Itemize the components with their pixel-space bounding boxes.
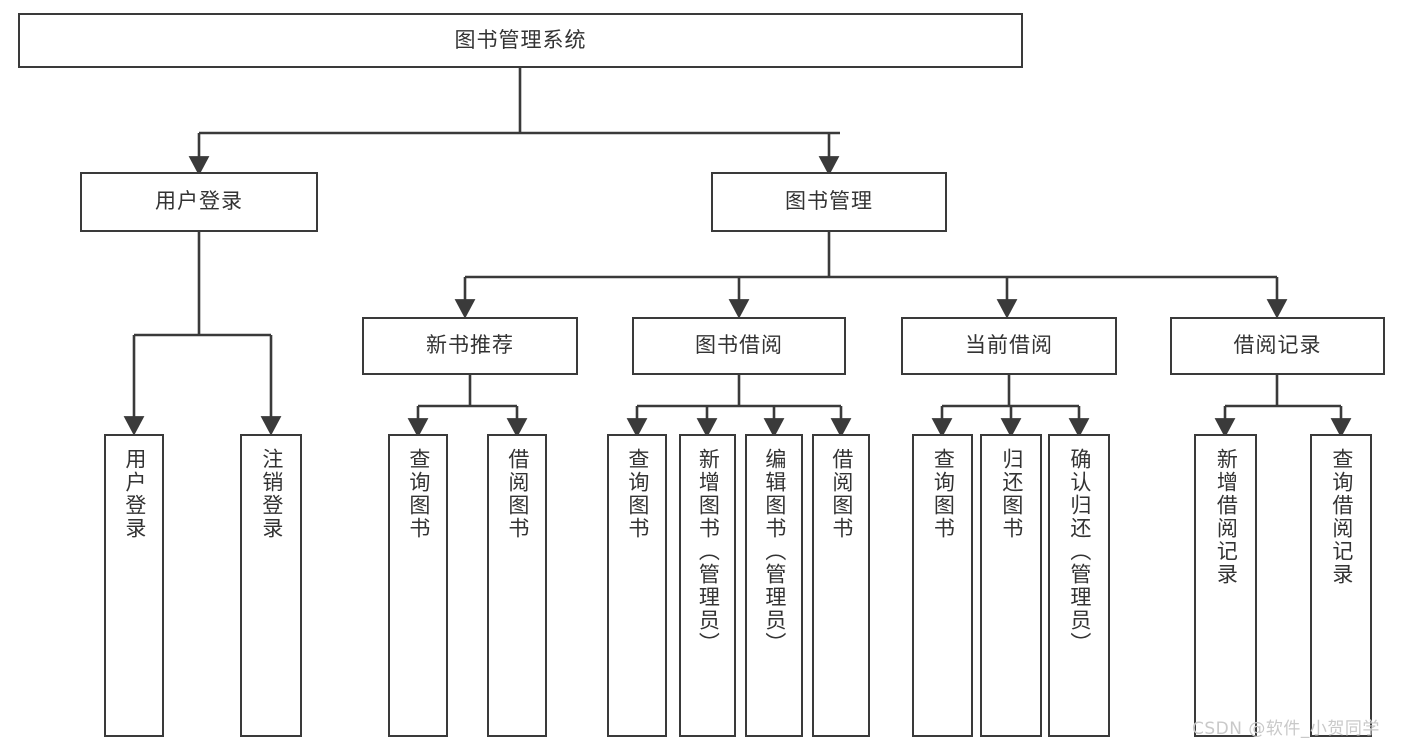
node-user-login[interactable]: 用户登录 [80, 172, 318, 232]
node-root-label: 图书管理系统 [454, 27, 587, 52]
leaf-query-book-current-label: 查询图书 [931, 448, 956, 540]
leaf-logout-label: 注销登录 [259, 448, 284, 540]
leaf-return-book-label: 归还图书 [999, 448, 1024, 540]
leaf-query-borrow-record[interactable]: 查询借阅记录 [1310, 434, 1372, 737]
node-new-book-recommend[interactable]: 新书推荐 [362, 317, 578, 375]
leaf-query-book-borrow-label: 查询图书 [625, 448, 650, 540]
leaf-edit-book-admin[interactable]: 编辑图书（管理员） [745, 434, 803, 737]
leaf-borrow-book-recommend-label: 借阅图书 [505, 448, 530, 540]
leaf-add-book-admin[interactable]: 新增图书（管理员） [679, 434, 736, 737]
leaf-user-login[interactable]: 用户登录 [104, 434, 164, 737]
leaf-query-book-borrow[interactable]: 查询图书 [607, 434, 667, 737]
node-book-management[interactable]: 图书管理 [711, 172, 947, 232]
node-book-management-label: 图书管理 [785, 189, 873, 214]
leaf-borrow-book[interactable]: 借阅图书 [812, 434, 870, 737]
node-book-borrow-label: 图书借阅 [695, 333, 783, 358]
node-root[interactable]: 图书管理系统 [18, 13, 1023, 68]
node-current-borrow[interactable]: 当前借阅 [901, 317, 1117, 375]
leaf-add-borrow-record-label: 新增借阅记录 [1214, 448, 1239, 586]
leaf-add-book-admin-label: 新增图书（管理员） [696, 448, 721, 655]
leaf-user-login-label: 用户登录 [122, 448, 147, 540]
node-current-borrow-label: 当前借阅 [965, 333, 1053, 358]
node-book-borrow[interactable]: 图书借阅 [632, 317, 846, 375]
leaf-borrow-book-recommend[interactable]: 借阅图书 [487, 434, 547, 737]
leaf-borrow-book-label: 借阅图书 [829, 448, 854, 540]
node-borrow-record-label: 借阅记录 [1233, 333, 1322, 358]
node-user-login-label: 用户登录 [155, 189, 243, 214]
leaf-query-book-current[interactable]: 查询图书 [912, 434, 973, 737]
node-new-book-recommend-label: 新书推荐 [426, 333, 514, 358]
leaf-logout[interactable]: 注销登录 [240, 434, 302, 737]
leaf-add-borrow-record[interactable]: 新增借阅记录 [1194, 434, 1257, 737]
leaf-edit-book-admin-label: 编辑图书（管理员） [762, 448, 787, 655]
leaf-return-book[interactable]: 归还图书 [980, 434, 1042, 737]
node-borrow-record[interactable]: 借阅记录 [1170, 317, 1385, 375]
leaf-query-book-recommend-label: 查询图书 [406, 448, 431, 540]
leaf-query-borrow-record-label: 查询借阅记录 [1329, 448, 1354, 586]
leaf-confirm-return-admin[interactable]: 确认归还（管理员） [1048, 434, 1110, 737]
leaf-query-book-recommend[interactable]: 查询图书 [388, 434, 448, 737]
leaf-confirm-return-admin-label: 确认归还（管理员） [1067, 448, 1092, 655]
csdn-watermark: CSDN @软件_小贺同学 [1192, 719, 1380, 739]
